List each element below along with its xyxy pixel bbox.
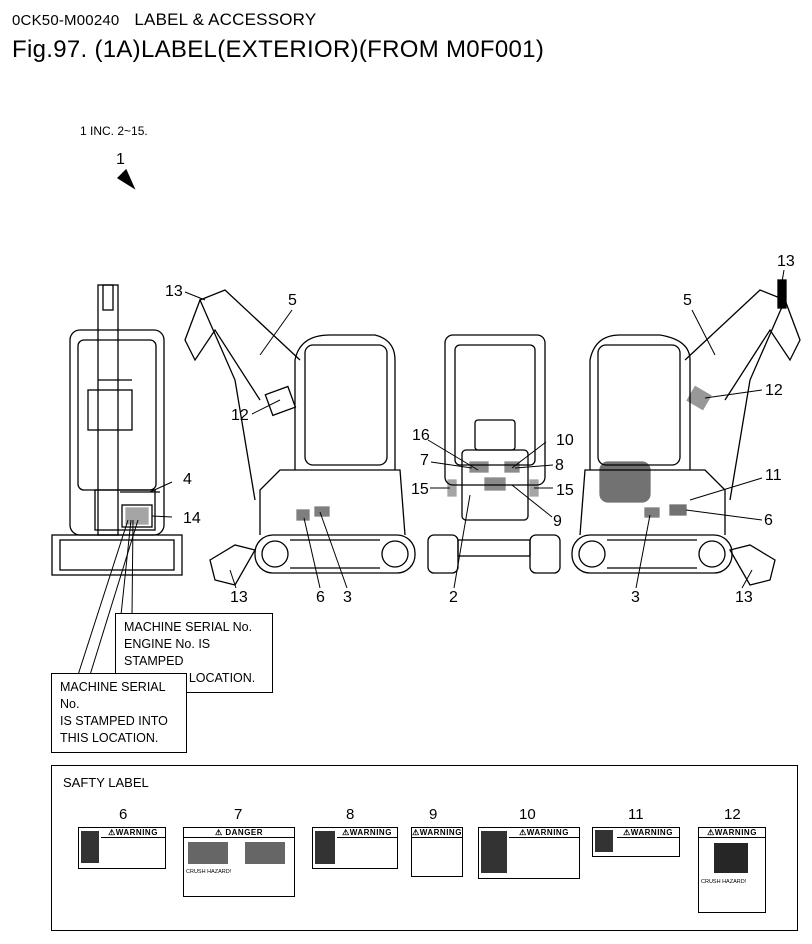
- callout-3: 3: [343, 589, 352, 606]
- note-line: THIS LOCATION.: [60, 731, 159, 745]
- callout-15b: 15: [556, 482, 574, 499]
- callout-4: 4: [183, 471, 192, 488]
- safety-label-12: ⚠WARNING CRUSH HAZARD!: [698, 827, 766, 913]
- note-line: MACHINE SERIAL No.: [60, 680, 166, 711]
- callout-3b: 3: [631, 589, 640, 606]
- note-serial-only: MACHINE SERIAL No. IS STAMPED INTO THIS …: [51, 673, 187, 753]
- leader-lines: [77, 269, 785, 676]
- callout-2: 2: [449, 589, 458, 606]
- label-header: ⚠WARNING: [699, 828, 765, 838]
- front-view: [51, 284, 183, 576]
- callout-12b: 12: [765, 382, 783, 399]
- safety-label-num: 10: [519, 806, 536, 823]
- callout-7: 7: [420, 452, 429, 469]
- safety-label-num: 12: [724, 806, 741, 823]
- safety-label-num: 8: [346, 806, 355, 823]
- note-line: ENGINE No. IS STAMPED: [124, 637, 211, 668]
- part-code: 0CK50-M00240: [12, 12, 120, 29]
- note-line: MACHINE SERIAL No.: [124, 620, 253, 634]
- note-line: IS STAMPED INTO: [60, 714, 168, 728]
- callout-1: 1: [116, 151, 125, 168]
- label-header: ⚠ DANGER: [184, 828, 294, 838]
- label-header: ⚠WARNING: [412, 828, 462, 838]
- section-title: LABEL & ACCESSORY: [134, 10, 317, 29]
- callout-9: 9: [553, 513, 562, 530]
- safety-label-num: 9: [429, 806, 438, 823]
- callout-14: 14: [183, 510, 201, 527]
- callout-13b: 13: [230, 589, 248, 606]
- label-header: ⚠WARNING: [617, 828, 679, 838]
- side-view-right: [571, 279, 801, 586]
- callout-5: 5: [288, 292, 297, 309]
- callout-6b: 6: [764, 512, 773, 529]
- label-text: CRUSH HAZARD!: [186, 869, 232, 875]
- callout-8: 8: [555, 457, 564, 474]
- callout-13c: 13: [777, 253, 795, 270]
- callout-13: 13: [165, 283, 183, 300]
- side-view-left: [184, 289, 416, 586]
- safety-label-num: 6: [119, 806, 128, 823]
- callout-13d: 13: [735, 589, 753, 606]
- label-text: CRUSH HAZARD!: [701, 879, 747, 885]
- label-header: ⚠WARNING: [101, 828, 165, 838]
- figure-title: Fig.97. (1A)LABEL(EXTERIOR)(FROM M0F001): [12, 36, 545, 63]
- label-header: ⚠WARNING: [337, 828, 397, 838]
- inclusion-note: 1 INC. 2~15.: [80, 124, 148, 138]
- callout-5b: 5: [683, 292, 692, 309]
- safety-label-num: 11: [628, 806, 644, 823]
- callout-11: 11: [765, 467, 782, 484]
- callout-16: 16: [412, 427, 430, 444]
- callout-15: 15: [411, 481, 429, 498]
- safety-title: SAFTY LABEL: [63, 775, 149, 790]
- callout-12: 12: [231, 407, 249, 424]
- safety-label-panel: [51, 765, 798, 931]
- callout-1-arrow: [116, 168, 136, 190]
- label-header: ⚠WARNING: [509, 828, 579, 838]
- header-line: 0CK50-M00240 LABEL & ACCESSORY: [12, 10, 316, 30]
- callout-10: 10: [556, 432, 574, 449]
- safety-label-9: ⚠WARNING: [411, 827, 463, 877]
- callout-6: 6: [316, 589, 325, 606]
- safety-label-num: 7: [234, 806, 243, 823]
